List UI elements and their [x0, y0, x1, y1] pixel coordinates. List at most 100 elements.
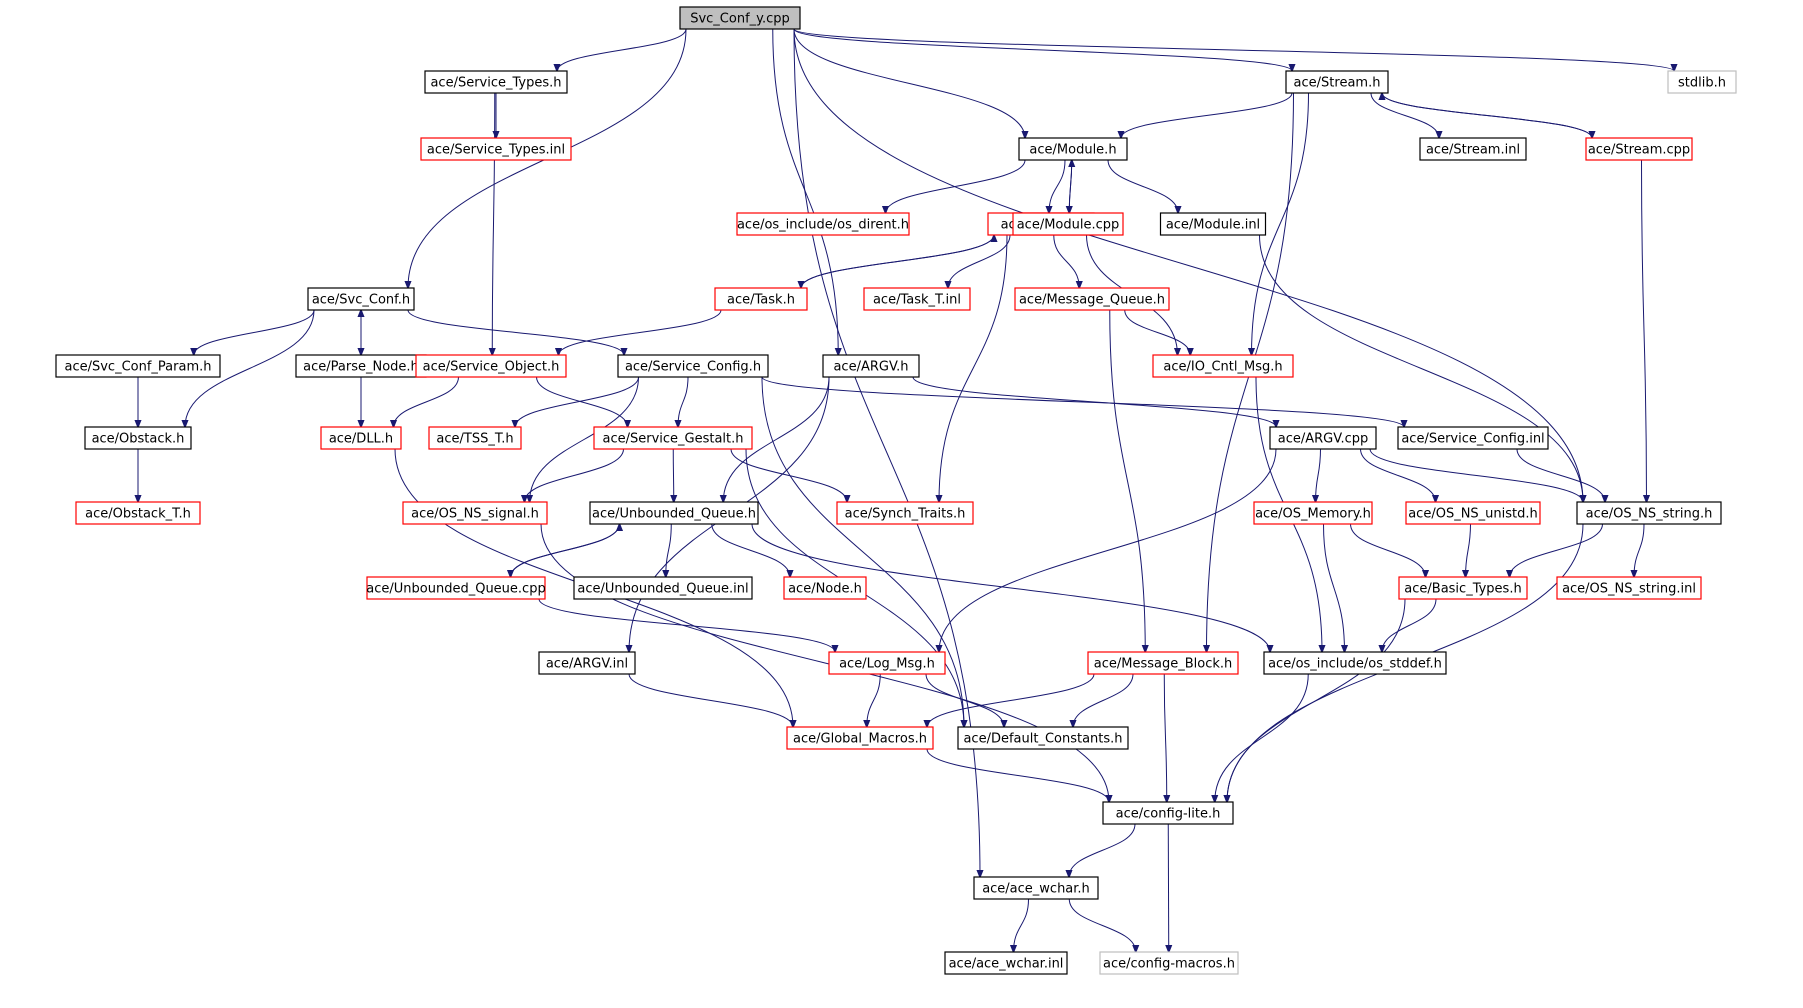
node-obstack-t-h[interactable]: ace/Obstack_T.h [75, 501, 201, 525]
node-stream-h[interactable]: ace/Stream.h [1285, 70, 1389, 94]
node-parse-node-h[interactable]: ace/Parse_Node.h [295, 354, 427, 378]
node-box[interactable] [84, 426, 192, 450]
node-svc-config-inl[interactable]: ace/Service_Config.inl [1397, 426, 1549, 450]
node-svc-config-h[interactable]: ace/Service_Config.h [617, 354, 769, 378]
node-unbounded-queue-h[interactable]: ace/Unbounded_Queue.h [589, 501, 759, 525]
node-svc-conf-param-h[interactable]: ace/Svc_Conf_Param.h [55, 354, 221, 378]
node-os-memory-h[interactable]: ace/OS_Memory.h [1253, 501, 1373, 525]
node-box[interactable] [617, 354, 769, 378]
node-stream-inl[interactable]: ace/Stream.inl [1419, 137, 1527, 161]
node-box[interactable] [714, 287, 808, 311]
node-box[interactable] [1263, 651, 1447, 675]
node-box[interactable] [973, 876, 1099, 900]
node-stdlib-h[interactable]: stdlib.h [1667, 70, 1737, 94]
node-dll-h[interactable]: ace/DLL.h [320, 426, 402, 450]
node-box[interactable] [1159, 212, 1267, 236]
node-argv-h[interactable]: ace/ARGV.h [822, 354, 920, 378]
node-os-stddef-h[interactable]: ace/os_include/os_stddef.h [1263, 651, 1447, 675]
node-svc-object-h[interactable]: ace/Service_Object.h [415, 354, 567, 378]
node-box[interactable] [736, 212, 910, 236]
node-box[interactable] [1285, 70, 1389, 94]
node-global-macros-h[interactable]: ace/Global_Macros.h [786, 726, 934, 750]
node-task-t-inl[interactable]: ace/Task_T.inl [863, 287, 971, 311]
node-box[interactable] [836, 501, 974, 525]
node-box[interactable] [863, 287, 971, 311]
node-box[interactable] [1152, 354, 1294, 378]
node-log-msg-h[interactable]: ace/Log_Msg.h [828, 651, 946, 675]
node-os-ns-signal-h[interactable]: ace/OS_NS_signal.h [402, 501, 548, 525]
node-svc-types-h[interactable]: ace/Service_Types.h [424, 70, 568, 94]
node-box[interactable] [75, 501, 201, 525]
node-box[interactable] [1667, 70, 1737, 94]
node-argv-cpp[interactable]: ace/ARGV.cpp [1269, 426, 1377, 450]
node-os-ns-string-inl[interactable]: ace/OS_NS_string.inl [1556, 576, 1702, 600]
node-box[interactable] [1576, 501, 1722, 525]
node-obstack-h[interactable]: ace/Obstack.h [84, 426, 192, 450]
node-argv-inl[interactable]: ace/ARGV.inl [538, 651, 636, 675]
node-box[interactable] [1398, 576, 1528, 600]
node-basic-types-h[interactable]: ace/Basic_Types.h [1398, 576, 1528, 600]
node-box[interactable] [1014, 287, 1170, 311]
node-box[interactable] [420, 137, 572, 161]
node-box[interactable] [1018, 137, 1128, 161]
node-tss-t-h[interactable]: ace/TSS_T.h [428, 426, 522, 450]
node-box[interactable] [822, 354, 920, 378]
node-box[interactable] [573, 576, 753, 600]
node-box[interactable] [538, 651, 636, 675]
node-box[interactable] [1405, 501, 1541, 525]
node-task-h[interactable]: ace/Task.h [714, 287, 808, 311]
node-box[interactable] [1556, 576, 1702, 600]
node-msg-queue-h[interactable]: ace/Message_Queue.h [1014, 287, 1170, 311]
node-module-h[interactable]: ace/Module.h [1018, 137, 1128, 161]
node-os-ns-string-h[interactable]: ace/OS_NS_string.h [1576, 501, 1722, 525]
node-box[interactable] [1253, 501, 1373, 525]
node-box[interactable] [957, 726, 1129, 750]
node-os-dirent-h[interactable]: ace/os_include/os_dirent.h [736, 212, 910, 236]
node-synch-traits-h[interactable]: ace/Synch_Traits.h [836, 501, 974, 525]
node-box[interactable] [1099, 951, 1239, 975]
node-io-cntl-msg-h[interactable]: ace/IO_Cntl_Msg.h [1152, 354, 1294, 378]
node-svc-gestalt-h[interactable]: ace/Service_Gestalt.h [593, 426, 753, 450]
node-box[interactable] [593, 426, 753, 450]
node-box[interactable] [1585, 137, 1693, 161]
node-box[interactable] [1419, 137, 1527, 161]
node-box[interactable] [679, 6, 801, 30]
node-config-macros-h[interactable]: ace/config-macros.h [1099, 951, 1239, 975]
node-stream-cpp[interactable]: ace/Stream.cpp [1585, 137, 1693, 161]
node-box[interactable] [1012, 212, 1124, 236]
node-unbounded-queue-inl[interactable]: ace/Unbounded_Queue.inl [573, 576, 753, 600]
node-ace-wchar-inl[interactable]: ace/ace_wchar.inl [944, 951, 1068, 975]
node-module-cpp[interactable]: ace/Module.cpp [1012, 212, 1124, 236]
node-svc-types-inl[interactable]: ace/Service_Types.inl [420, 137, 572, 161]
node-os-ns-unistd-h[interactable]: ace/OS_NS_unistd.h [1405, 501, 1541, 525]
node-box[interactable] [402, 501, 548, 525]
node-default-constants-h[interactable]: ace/Default_Constants.h [957, 726, 1129, 750]
edge-svc_conf_h-to-svc_conf_param_h [194, 309, 315, 355]
node-box[interactable] [415, 354, 567, 378]
node-box[interactable] [1269, 426, 1377, 450]
node-box[interactable] [589, 501, 759, 525]
node-box[interactable] [428, 426, 522, 450]
node-box[interactable] [424, 70, 568, 94]
node-msg-block-h[interactable]: ace/Message_Block.h [1087, 651, 1239, 675]
node-box[interactable] [320, 426, 402, 450]
node-root[interactable]: Svc_Conf_y.cpp [679, 6, 801, 30]
node-box[interactable] [828, 651, 946, 675]
node-node-h[interactable]: ace/Node.h [783, 576, 867, 600]
node-box[interactable] [307, 287, 415, 311]
node-label: ace/Obstack_T.h [85, 507, 191, 522]
node-box[interactable] [783, 576, 867, 600]
node-box[interactable] [944, 951, 1068, 975]
node-unbounded-queue-cpp[interactable]: ace/Unbounded_Queue.cpp [366, 576, 546, 600]
node-box[interactable] [1397, 426, 1549, 450]
node-box[interactable] [366, 576, 546, 600]
node-box[interactable] [1102, 801, 1234, 825]
node-box[interactable] [786, 726, 934, 750]
node-ace-wchar-h[interactable]: ace/ace_wchar.h [973, 876, 1099, 900]
node-box[interactable] [55, 354, 221, 378]
node-svc-conf-h[interactable]: ace/Svc_Conf.h [307, 287, 415, 311]
edge-msg_queue_h-to-io_cntl_msg_h [1124, 309, 1191, 355]
node-module-inl[interactable]: ace/Module.inl [1159, 212, 1267, 236]
node-box[interactable] [1087, 651, 1239, 675]
node-config-lite-h[interactable]: ace/config-lite.h [1102, 801, 1234, 825]
